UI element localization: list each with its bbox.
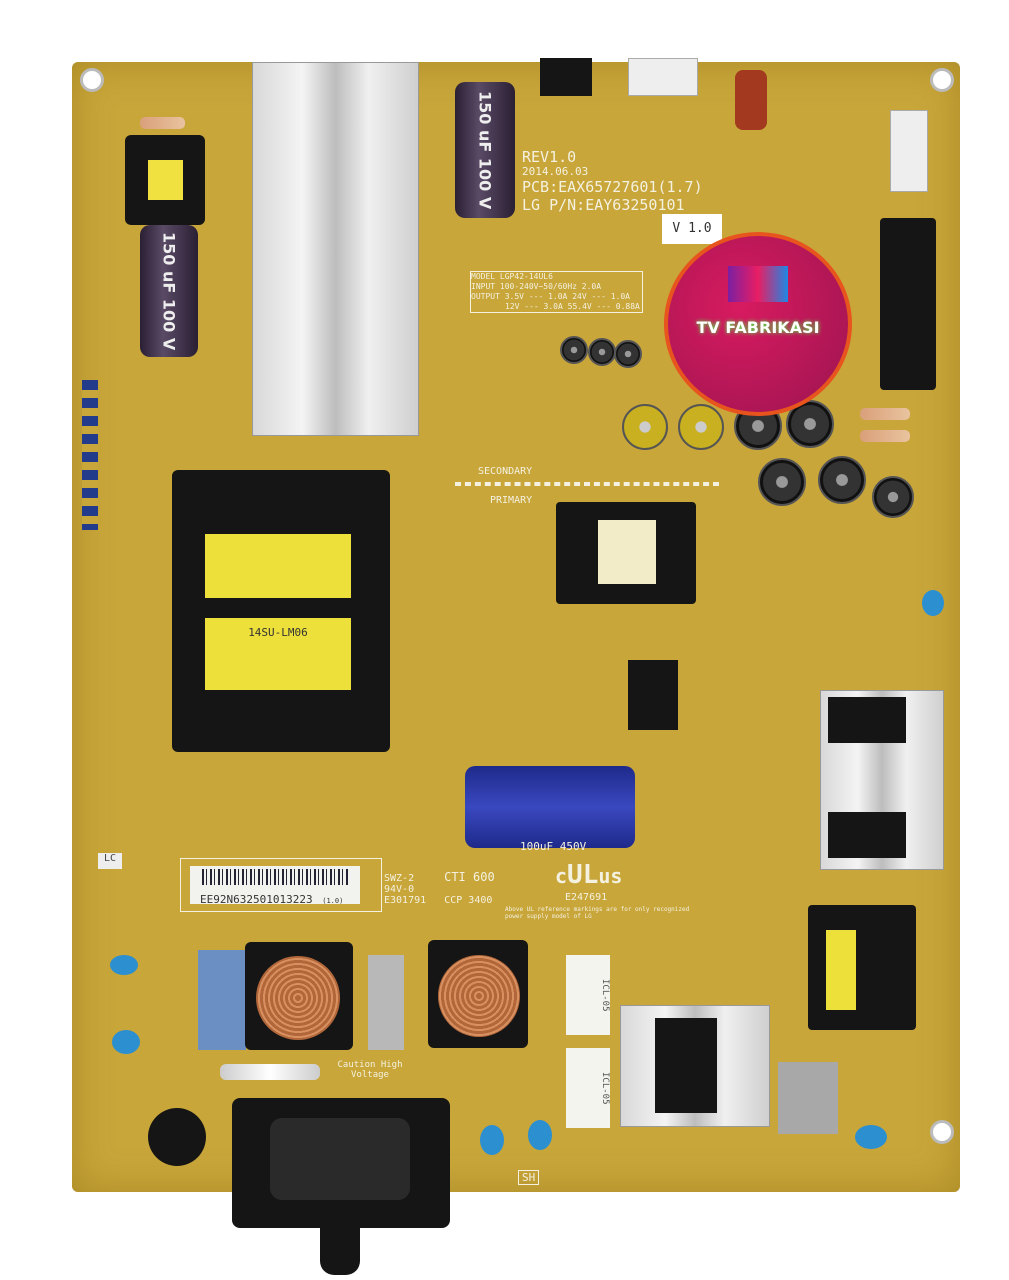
fuse (220, 1064, 320, 1080)
cert-line: CCP 3400 (444, 895, 493, 906)
ul-note: Above UL reference markings are for only… (505, 906, 690, 920)
spec-table: MODEL LGP42-14UL6 INPUT 100-240V~50/60Hz… (470, 271, 643, 313)
spec-output: 24V --- 1.0A (572, 292, 630, 301)
tv-icon (728, 266, 788, 302)
transformer-core (598, 520, 656, 584)
spec-output: 3.5V --- 1.0A (504, 292, 568, 301)
isolation-line (455, 482, 719, 486)
transformer-tape (205, 534, 351, 598)
spec-model-label: MODEL (471, 272, 496, 281)
resistor (860, 430, 910, 442)
ul-number: E247691 (565, 892, 608, 903)
spec-output-label: OUTPUT (471, 292, 500, 301)
capacitor-label: 150 uF 100 V (475, 90, 495, 210)
capacitor (622, 404, 668, 450)
transformer-label: 14SU-LM06 (205, 618, 351, 690)
barcode-number: EE92N632501013223 (200, 893, 313, 906)
spec-input-label: INPUT (471, 282, 496, 291)
capacitor (614, 340, 642, 368)
spec-output: 55.4V --- 0.88A (567, 302, 640, 311)
cert-line: CTI 600 (444, 870, 495, 884)
cert-line: SWZ-2 (384, 873, 415, 884)
ceramic-capacitor (110, 955, 138, 975)
capacitor (588, 338, 616, 366)
capacitor (735, 70, 767, 130)
connector (890, 110, 928, 192)
caution-text: Caution High Voltage (337, 1060, 403, 1080)
resistor (860, 408, 910, 420)
jumper-wires (82, 380, 98, 530)
inlet-latch (320, 1220, 360, 1275)
thermistor: ICL-05 (566, 955, 610, 1035)
capacitor-label: 150 uF 100 V (159, 231, 179, 351)
spec-model: LGP42-14UL6 (499, 272, 553, 281)
transistor (828, 812, 906, 858)
capacitor (872, 476, 914, 518)
sh-label: SH (518, 1170, 540, 1185)
lc-label: LC (98, 853, 122, 869)
toroid-coil (438, 955, 520, 1037)
mount-hole (80, 68, 104, 92)
transistor (828, 697, 906, 743)
capacitor-label: 100uF 450V (520, 840, 587, 853)
capacitor: 150 uF 100 V (455, 82, 515, 218)
cert-line: E301791 (384, 895, 427, 906)
ceramic-capacitor (855, 1125, 887, 1149)
barcode-frame (180, 858, 382, 912)
ul-logo: cULus (555, 860, 623, 890)
barcode-rev: (1.0) (322, 897, 344, 905)
capacitor (758, 458, 806, 506)
mount-hole (930, 1120, 954, 1144)
ceramic-capacitor (922, 590, 944, 616)
bridge-rectifier (655, 1018, 717, 1113)
ceramic-capacitor (112, 1030, 140, 1054)
spec-output: 12V --- 3.0A (505, 302, 563, 311)
ac-socket (270, 1118, 410, 1200)
transistor (628, 660, 678, 730)
toroid-coil (256, 956, 340, 1040)
heatsink (252, 62, 419, 436)
spec-input: 100-240V~50/60Hz 2.0A (499, 282, 602, 291)
primary-label: PRIMARY (490, 495, 533, 506)
pcb-number: PCB:EAX65727601(1.7) (522, 178, 703, 196)
capacitor: 150 uF 100 V (140, 225, 198, 357)
capacitor (560, 336, 588, 364)
version-tag: V 1.0 (662, 214, 722, 244)
capacitor (678, 404, 724, 450)
transformer-core (148, 160, 183, 200)
part-number: LG P/N:EAY63250101 (522, 196, 685, 214)
varistor (148, 1108, 206, 1166)
cert-line: 94V-0 (384, 884, 415, 895)
x-capacitor (778, 1062, 838, 1134)
connector (628, 58, 698, 96)
capacitor-bulk (465, 766, 635, 848)
mount-hole (930, 68, 954, 92)
resistor (140, 117, 185, 129)
watermark-text: TV FABRIKASI (696, 318, 820, 337)
capacitor (786, 400, 834, 448)
rev-text: REV1.0 (522, 148, 577, 166)
connector (540, 58, 592, 96)
capacitor (818, 456, 866, 504)
ceramic-capacitor (528, 1120, 552, 1150)
date-text: 2014.06.03 (522, 165, 589, 178)
main-transformer (172, 470, 390, 752)
x-capacitor (368, 955, 404, 1050)
watermark-logo: TV FABRIKASI (664, 232, 852, 416)
connector (880, 218, 936, 390)
x-capacitor (198, 950, 246, 1050)
barcode-label: EE92N632501013223 (1.0) (190, 866, 360, 906)
secondary-label: SECONDARY (478, 466, 533, 477)
inductor-tape (826, 930, 856, 1010)
thermistor: ICL-05 (566, 1048, 610, 1128)
pfc-inductor (808, 905, 916, 1030)
cert-markings: SWZ-2 CTI 600 94V-0 E301791 CCP 3400 (384, 870, 495, 906)
barcode (202, 869, 348, 885)
ceramic-capacitor (480, 1125, 504, 1155)
